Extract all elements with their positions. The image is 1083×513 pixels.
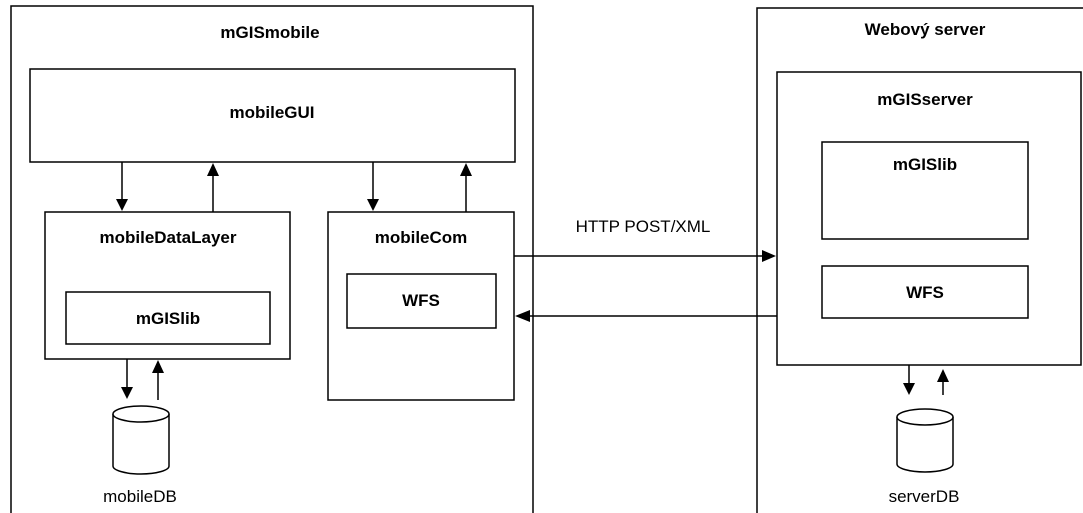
gui-com-arrows <box>367 162 472 212</box>
server-wfs-rect <box>821 265 1029 319</box>
serverdb-body <box>896 417 954 473</box>
arrow-up-head <box>152 360 164 373</box>
arrow-up-head <box>460 163 472 176</box>
arrow-down-head <box>903 383 915 395</box>
webserver-border <box>756 7 1083 513</box>
mobile-mgislib-label: mGISlib <box>136 309 200 328</box>
mobiledb-label: mobileDB <box>103 487 177 506</box>
http-post-xml-label: HTTP POST/XML <box>576 217 711 236</box>
arrow-left-head <box>515 310 530 322</box>
server-wfs-label: WFS <box>906 283 944 302</box>
mgisserver-label: mGISserver <box>877 90 973 109</box>
serverdb-top <box>896 408 954 426</box>
mobilegui-rect <box>29 68 516 163</box>
mobile-mgislib-rect <box>65 291 271 345</box>
http-connection: HTTP POST/XML <box>514 217 777 322</box>
server-db-arrows <box>903 365 949 395</box>
mobiledatalayer-label: mobileDataLayer <box>100 228 237 247</box>
mobiledb-top <box>112 405 170 423</box>
mgismobile-title: mGISmobile <box>220 23 319 42</box>
server-mgislib-rect <box>821 141 1029 240</box>
arrow-down-head <box>121 387 133 399</box>
serverdb-label: serverDB <box>889 487 960 506</box>
mobilegui-box: mobileGUI <box>29 68 516 163</box>
gui-datalayer-arrows <box>116 162 219 212</box>
webserver-title: Webový server <box>865 20 986 39</box>
server-mgislib-label: mGISlib <box>893 155 957 174</box>
webserver-container: Webový server <box>756 7 1083 513</box>
mobiledb-cylinder-icon: mobileDB <box>103 405 177 506</box>
mgismobile-border <box>10 5 534 513</box>
arrow-right-head <box>762 250 776 262</box>
mobilecom-box: mobileCom WFS <box>327 211 515 401</box>
mobiledatalayer-box: mobileDataLayer mGISlib <box>44 211 291 360</box>
arrow-down-head <box>367 199 379 211</box>
mobiledb-body <box>112 414 170 475</box>
mgisserver-box: mGISserver mGISlib WFS <box>776 71 1082 366</box>
serverdb-cylinder-icon: serverDB <box>889 408 960 506</box>
mobilecom-label: mobileCom <box>375 228 468 247</box>
mobilegui-label: mobileGUI <box>229 103 314 122</box>
mobile-wfs-label: WFS <box>402 291 440 310</box>
arrow-up-head <box>937 369 949 382</box>
arrow-down-head <box>116 199 128 211</box>
mgismobile-container: mGISmobile <box>10 5 534 513</box>
arrow-up-head <box>207 163 219 176</box>
mobile-wfs-rect <box>346 273 497 329</box>
datalayer-db-arrows <box>121 359 164 400</box>
